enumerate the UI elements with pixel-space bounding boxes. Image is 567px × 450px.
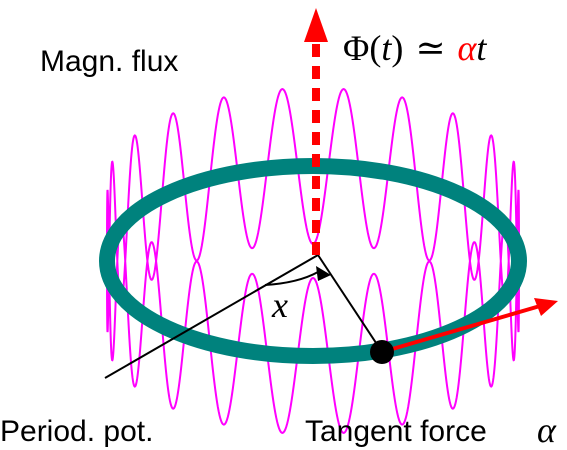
angle-label: x: [271, 285, 288, 325]
angle-arc: [264, 271, 319, 286]
flux-equation-alpha: α: [458, 28, 478, 68]
tangent-force-arrow-shaft: [381, 304, 541, 354]
tangent-force-symbol: α: [537, 410, 557, 450]
radius-line: [317, 254, 383, 353]
reference-axis-line: [104, 254, 319, 379]
flux-equation: Φ(t)≃αt: [343, 28, 487, 68]
particle: [370, 340, 394, 364]
flux-equation-lhs: Φ(: [343, 28, 381, 68]
ring: [99, 158, 527, 364]
flux-equation-relation: ≃: [415, 28, 445, 68]
magnetic-flux-label: Magn. flux: [40, 45, 178, 78]
angle-arc-arrowhead: [316, 266, 331, 281]
tangent-force-arrowhead: [534, 298, 558, 316]
flux-equation-t: t: [381, 28, 392, 68]
flux-arrowhead: [304, 8, 328, 42]
flux-equation-close: ): [391, 28, 403, 68]
periodic-potential-label: Period. pot.: [0, 415, 153, 448]
flux-equation-t2: t: [476, 28, 487, 68]
tangent-force-label: Tangent force: [305, 415, 487, 448]
